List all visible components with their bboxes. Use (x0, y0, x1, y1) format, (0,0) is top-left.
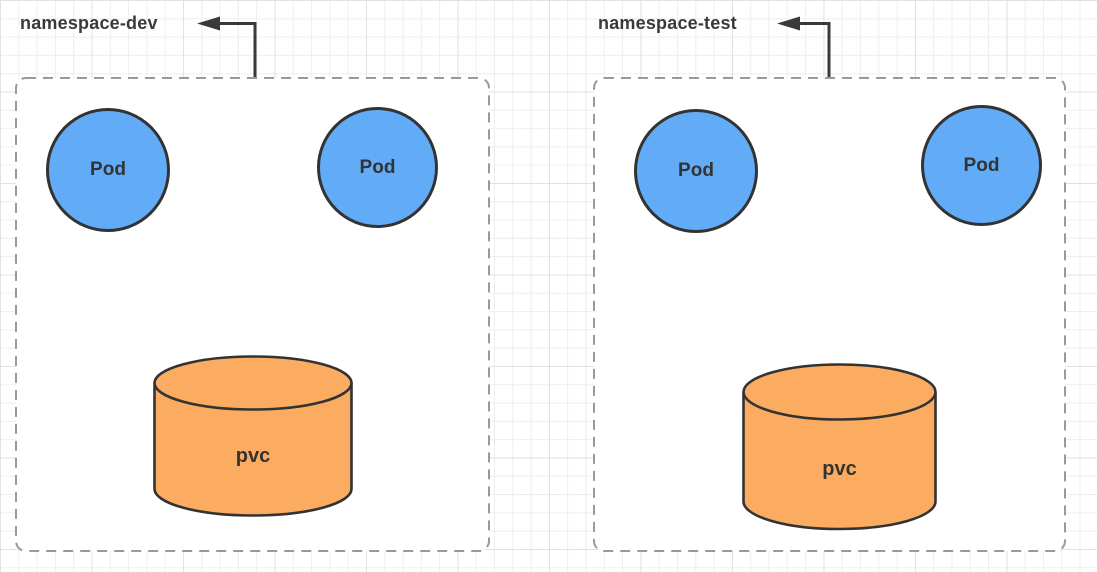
namespace-test-box: Pod Pod pvc (593, 77, 1066, 552)
arrow-head-icon (197, 16, 220, 31)
namespace-test-label: namespace-test (598, 13, 737, 33)
arrow-line (218, 22, 257, 77)
pod-label: Pod (963, 154, 1000, 176)
arrow-line (798, 22, 831, 77)
pvc-label: pvc (236, 445, 270, 467)
cylinder-top (153, 355, 353, 411)
namespace-test-callout-arrow-icon (777, 16, 831, 77)
arrow-head-icon (777, 16, 800, 31)
cylinder-body (742, 392, 937, 531)
namespace-dev-label: namespace-dev (20, 13, 158, 33)
pod-shape: Pod (317, 107, 438, 228)
pvc-cylinder-shape: pvc (742, 363, 937, 531)
pod-shape: Pod (46, 108, 170, 232)
pod-label: Pod (359, 156, 396, 178)
cylinder-body (153, 383, 353, 517)
pod-label: Pod (678, 160, 714, 181)
cylinder-top (742, 363, 937, 421)
pvc-label: pvc (822, 458, 856, 480)
pod-shape: Pod (921, 105, 1042, 226)
namespace-dev-box: Pod Pod pvc (15, 77, 490, 552)
pvc-cylinder-shape: pvc (153, 355, 353, 517)
pod-label: Pod (90, 159, 126, 180)
pod-shape: Pod (634, 109, 758, 233)
namespace-dev-callout-arrow-icon (197, 16, 257, 77)
